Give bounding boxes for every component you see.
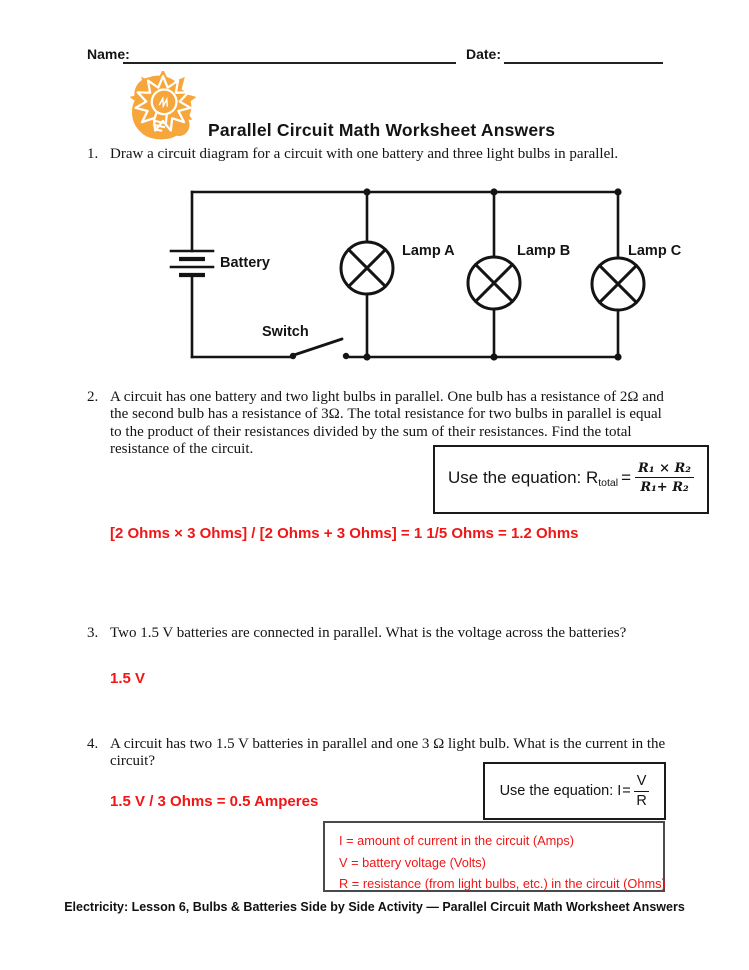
- date-blank-line: [504, 48, 663, 64]
- definition-line: I = amount of current in the circuit (Am…: [339, 833, 575, 848]
- circuit-diagram: Battery Switch Lamp A Lamp B Lamp C: [169, 188, 682, 361]
- equation-equals: =: [621, 467, 632, 487]
- clipart-white-starburst: [134, 75, 192, 132]
- definitions-box: I = amount of current in the circuit (Am…: [323, 821, 666, 892]
- page-footer: Electricity: Lesson 6, Bulbs & Batteries…: [64, 900, 685, 914]
- question-2-line: A circuit has one battery and two light …: [110, 389, 664, 405]
- definition-line: V = battery voltage (Volts): [339, 854, 486, 870]
- switch-contact-dot: [342, 352, 350, 360]
- equation-prefix: Use the equation: R: [447, 467, 599, 487]
- question-3-number: 3.: [87, 625, 99, 641]
- definition-line: R = resistance (from light bulbs, etc.) …: [339, 876, 666, 891]
- switch-label: Switch: [262, 324, 309, 340]
- question-2-number: 2.: [87, 389, 99, 405]
- name-label: Name:: [87, 46, 130, 62]
- fraction-denominator: R₁+ R₂: [640, 479, 689, 495]
- battery-label: Battery: [220, 255, 270, 271]
- date-label: Date:: [466, 46, 502, 62]
- question-3-text: Two 1.5 V batteries are connected in par…: [110, 625, 627, 641]
- question-2-line: the second bulb has a resistance of 3Ω. …: [110, 406, 662, 423]
- equation-equals: =: [622, 783, 631, 799]
- equation-fraction: R₁ × R₂ R₁+ R₂: [635, 461, 694, 495]
- answer-q2: [2 Ohms × 3 Ohms] / [2 Ohms + 3 Ohms] = …: [110, 525, 579, 542]
- question-4-text: A circuit has two 1.5 V batteries in par…: [110, 736, 665, 771]
- fraction-denominator: R: [636, 793, 647, 809]
- equation-box-current: Use the equation: I = V R: [483, 762, 666, 820]
- question-2-line: resistance of the circuit.: [110, 440, 254, 457]
- lamp-b-label: Lamp B: [517, 243, 570, 259]
- equation-subscript: total: [598, 476, 619, 489]
- answer-q3: 1.5 V: [110, 670, 146, 687]
- question-2-text: A circuit has one battery and two light …: [110, 389, 664, 458]
- lamp-a-label: Lamp A: [402, 243, 455, 259]
- question-1-number: 1.: [87, 146, 99, 162]
- battery-symbol: [169, 249, 215, 278]
- question-4-line: A circuit has two 1.5 V batteries in par…: [110, 736, 666, 752]
- question-1-text: Draw a circuit diagram for a circuit wit…: [110, 146, 619, 162]
- equation-prefix: Use the equation: I: [499, 783, 622, 799]
- lamp-a-cross: [347, 248, 387, 288]
- question-4-line: circuit?: [110, 753, 155, 770]
- question-2-line: to the product of their resistances divi…: [110, 423, 632, 440]
- switch-lever: [292, 337, 344, 357]
- fraction-numerator: V: [633, 773, 650, 792]
- lamp-c-label: Lamp C: [628, 243, 682, 259]
- lamp-b-cross: [474, 263, 514, 303]
- equation-fraction: V R: [633, 773, 650, 809]
- page-title: Parallel Circuit Math Worksheet Answers: [208, 120, 556, 140]
- answer-q4: 1.5 V / 3 Ohms = 0.5 Amperes: [110, 793, 319, 810]
- fraction-numerator: R₁ × R₂: [635, 461, 694, 478]
- question-4-number: 4.: [87, 736, 99, 752]
- lamp-c-cross: [598, 264, 638, 304]
- name-blank-line: [123, 48, 456, 64]
- lightbulb-clipart: [129, 71, 197, 140]
- junction-dots: [363, 188, 622, 361]
- clipart-bulb-outline: [150, 88, 178, 132]
